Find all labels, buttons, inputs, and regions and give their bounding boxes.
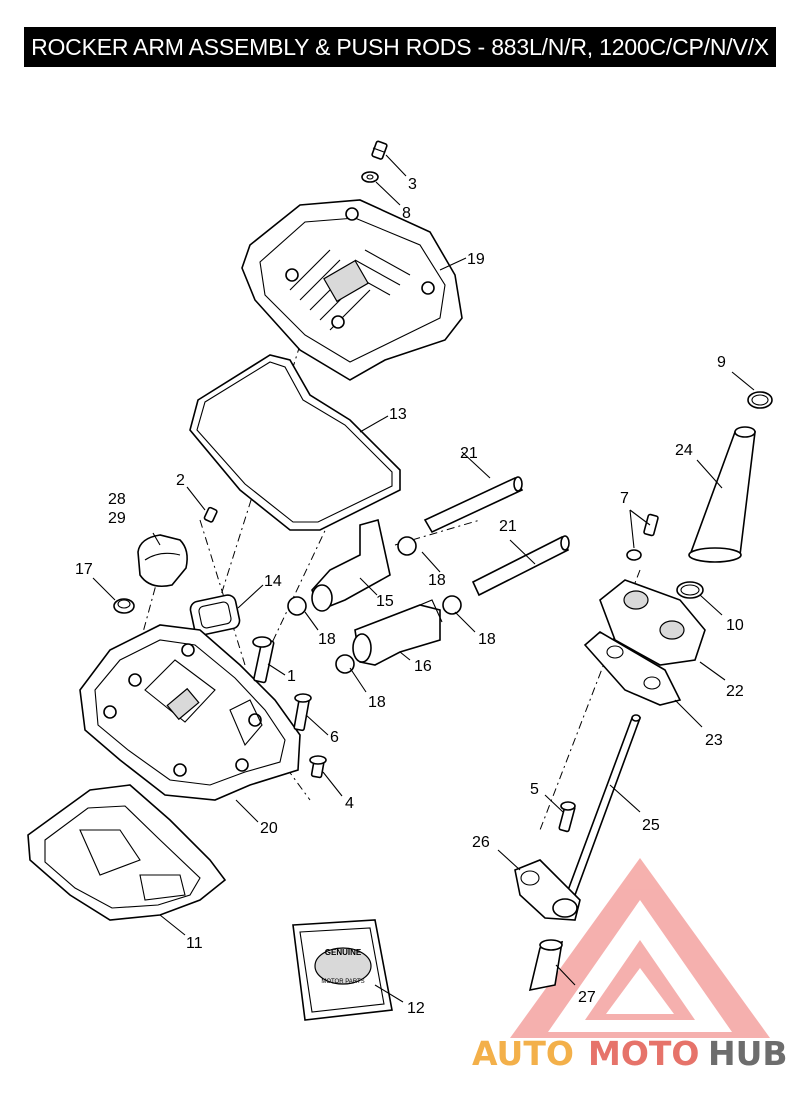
callout-18c: 18: [478, 631, 496, 648]
callout-3: 3: [408, 176, 417, 193]
part-24-push-rod-cover: [688, 426, 756, 563]
callout-12: 12: [407, 1000, 425, 1017]
part-28-29-breather: [137, 534, 188, 588]
part-27-lifter: [528, 939, 563, 992]
callout-18a: 18: [428, 572, 446, 589]
part-7-screw: [626, 513, 659, 561]
callout-28: 28: [108, 491, 126, 508]
callout-29: 29: [108, 510, 126, 527]
callout-23: 23: [705, 732, 723, 749]
callout-14: 14: [264, 573, 282, 590]
callout-21b: 21: [499, 518, 517, 535]
callout-9: 9: [717, 354, 726, 371]
callout-18d: 18: [368, 694, 386, 711]
part-4-bolt: [309, 755, 327, 779]
callout-2: 2: [176, 472, 185, 489]
package-label: GENUINE MOTOR PARTS: [321, 948, 364, 985]
watermark-moto: MOTO: [588, 1034, 699, 1073]
part-6-bolt: [293, 693, 312, 732]
part-21-shaft-upper: [423, 476, 524, 534]
callout-27: 27: [578, 989, 596, 1006]
part-10-o-ring: [676, 581, 704, 599]
callout-22: 22: [726, 683, 744, 700]
callout-1: 1: [287, 668, 296, 685]
part-25-push-rod: [565, 714, 642, 896]
part-5-bolt: [558, 801, 576, 833]
part-13-gasket: [189, 354, 401, 531]
callout-19: 19: [467, 251, 485, 268]
part-12-kit-package: [292, 919, 393, 1021]
callout-17: 17: [75, 561, 93, 578]
package-label-line2: MOTOR PARTS: [321, 979, 364, 985]
callout-8: 8: [402, 205, 411, 222]
page-title: ROCKER ARM ASSEMBLY & PUSH RODS - 883L/N…: [31, 33, 769, 60]
callout-11: 11: [186, 935, 203, 952]
callout-4: 4: [345, 795, 354, 812]
title-bar: ROCKER ARM ASSEMBLY & PUSH RODS - 883L/N…: [24, 27, 776, 67]
part-1-bolt: [252, 636, 275, 684]
part-21-shaft-lower: [471, 535, 570, 597]
part-14-seal: [189, 594, 241, 636]
callout-18b: 18: [318, 631, 336, 648]
part-23-gasket: [583, 631, 682, 706]
part-22-cover-mount: [599, 579, 706, 666]
callout-7: 7: [620, 490, 629, 507]
part-15-rocker-arm: [311, 519, 391, 612]
part-16-rocker-arm: [352, 599, 443, 666]
watermark-text: AUTO MOTO HUB: [472, 1034, 788, 1073]
watermark-logo-icon: [510, 858, 770, 1038]
watermark-hub: HUB: [708, 1034, 788, 1073]
callout-10: 10: [726, 617, 744, 634]
part-17-plug: [113, 598, 135, 614]
part-19-rocker-cover: [241, 199, 463, 381]
leader-lines: [92, 154, 755, 1003]
watermark-auto: AUTO: [472, 1034, 574, 1073]
part-18-bushings: [287, 536, 462, 674]
callout-20: 20: [260, 820, 278, 837]
callout-26: 26: [472, 834, 490, 851]
callout-16: 16: [414, 658, 432, 675]
part-9-o-ring: [747, 391, 773, 409]
part-20-rocker-housing: [79, 624, 301, 801]
callout-21a: 21: [460, 445, 478, 462]
part-26-lifter-guide: [514, 859, 581, 921]
callout-labels: 3 8 19 13 2 28 29 17 14 15 18 18 18 18 1…: [75, 176, 744, 1017]
callout-13: 13: [389, 406, 407, 423]
callout-5: 5: [530, 781, 539, 798]
part-11-lower-gasket: [27, 784, 227, 921]
package-label-line1: GENUINE: [325, 948, 362, 957]
part-2-screw: [203, 506, 218, 523]
part-3-bolt: [371, 140, 388, 160]
callout-15: 15: [376, 593, 394, 610]
part-8-washer: [361, 171, 379, 183]
callout-6: 6: [330, 729, 339, 746]
callout-24: 24: [675, 442, 693, 459]
callout-25: 25: [642, 817, 660, 834]
